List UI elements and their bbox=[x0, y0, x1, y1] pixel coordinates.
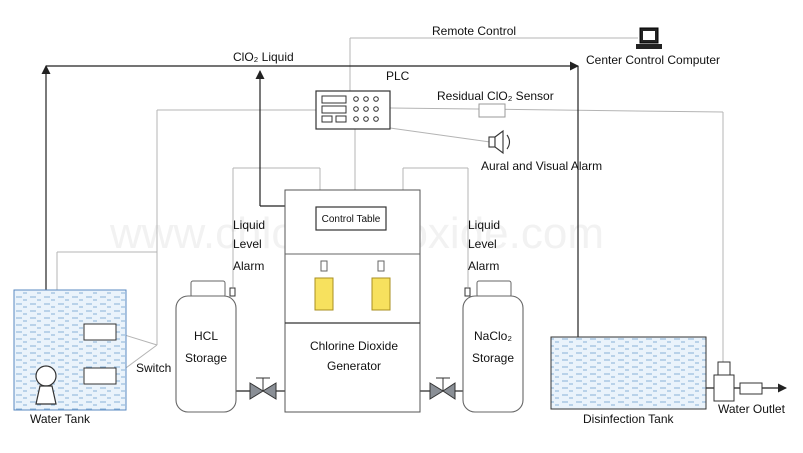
left-level-alarm-line3: Alarm bbox=[233, 259, 264, 273]
level-switch-lower bbox=[83, 367, 117, 385]
naclo2-storage-bottle bbox=[462, 280, 524, 413]
hcl-label-line2: Storage bbox=[185, 351, 227, 365]
generator-label-line1: Chlorine Dioxide bbox=[310, 339, 398, 353]
signal-lines bbox=[56, 37, 724, 377]
residual-sensor-label: Residual ClO₂ Sensor bbox=[437, 89, 554, 103]
valve-right-icon bbox=[429, 377, 456, 400]
generator-cabinet bbox=[284, 189, 421, 413]
water-tank bbox=[13, 289, 127, 411]
vial-left bbox=[314, 277, 334, 311]
right-level-alarm-line3: Alarm bbox=[468, 259, 499, 273]
right-level-alarm-line1: Liquid bbox=[468, 218, 500, 232]
disinfection-tank bbox=[550, 336, 763, 410]
switch-label: Switch bbox=[136, 361, 171, 375]
alarm-label: Aural and Visual Alarm bbox=[481, 159, 602, 173]
pump-icon bbox=[35, 365, 57, 387]
level-switch-upper bbox=[83, 323, 117, 341]
water-outlet-label: Water Outlet bbox=[718, 402, 786, 416]
naclo2-label-line2: Storage bbox=[472, 351, 514, 365]
water-tank-label: Water Tank bbox=[30, 412, 91, 426]
hcl-storage-bottle bbox=[175, 280, 237, 413]
left-level-alarm-line1: Liquid bbox=[233, 218, 265, 232]
alarm-speaker-icon bbox=[488, 129, 511, 155]
vial-right bbox=[371, 277, 391, 311]
hcl-label-line1: HCL bbox=[194, 329, 218, 343]
left-level-alarm-line2: Level bbox=[233, 237, 262, 251]
naclo2-label-line1: NaClo₂ bbox=[474, 329, 512, 343]
control-table-label: Control Table bbox=[322, 214, 381, 225]
remote-control-label: Remote Control bbox=[432, 24, 516, 38]
computer-icon bbox=[636, 27, 662, 49]
right-level-alarm-line2: Level bbox=[468, 237, 497, 251]
clo2-liquid-label: ClO₂ Liquid bbox=[233, 50, 294, 64]
disinfection-tank-label: Disinfection Tank bbox=[583, 412, 674, 426]
control-table-panel bbox=[315, 206, 387, 231]
generator-label-line2: Generator bbox=[327, 359, 381, 373]
residual-sensor-icon bbox=[478, 103, 506, 118]
center-computer-label: Center Control Computer bbox=[586, 53, 720, 67]
valve-left-icon bbox=[249, 377, 277, 400]
plc-label: PLC bbox=[386, 69, 410, 83]
plc-unit bbox=[315, 90, 391, 130]
